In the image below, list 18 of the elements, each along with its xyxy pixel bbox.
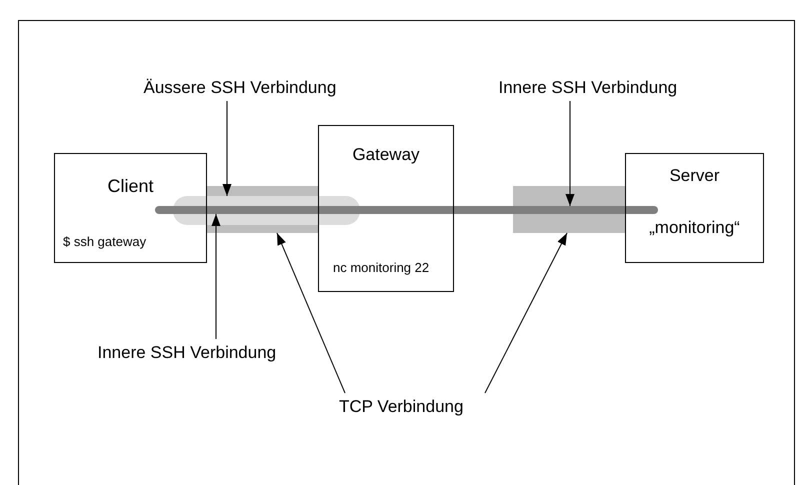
leader-arrow xyxy=(276,232,346,394)
box-title: Client xyxy=(106,176,155,197)
annotation-label: Innere SSH Verbindung xyxy=(498,78,678,98)
command-text: $ ssh gateway xyxy=(63,234,146,250)
leader-arrow xyxy=(212,214,220,340)
annotation-label: Innere SSH Verbindung xyxy=(98,343,276,363)
client-box xyxy=(54,153,207,263)
command-text: nc monitoring 22 xyxy=(333,260,430,276)
box-title: Server xyxy=(668,166,721,186)
annotation-label: Äussere SSH Verbindung xyxy=(144,78,336,98)
annotation-label: TCP Verbindung xyxy=(339,397,464,417)
host-name-text: „monitoring“ xyxy=(648,218,741,238)
box-title: Gateway xyxy=(351,145,421,165)
gateway-box xyxy=(318,125,454,292)
leader-arrow xyxy=(566,100,574,206)
leader-arrow xyxy=(222,100,232,196)
leader-arrow xyxy=(484,232,568,394)
server-box xyxy=(625,153,764,263)
